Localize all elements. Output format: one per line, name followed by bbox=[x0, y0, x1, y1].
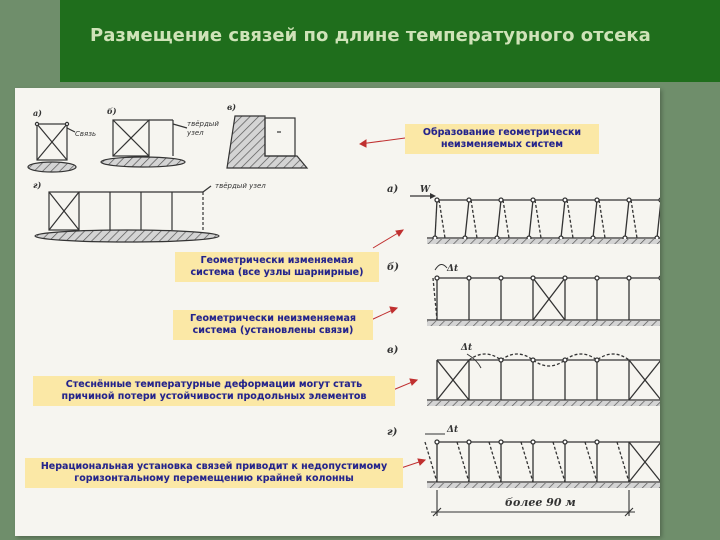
sketch-a-note: Связь bbox=[75, 130, 96, 138]
ground-v bbox=[427, 401, 660, 406]
callout-irrational-bracing: Нерациональная установка связей приводит… bbox=[25, 458, 403, 488]
scheme-g-delta: Δt bbox=[446, 425, 459, 435]
sketch-b-note-1: твёрдый bbox=[187, 120, 219, 128]
scheme-b-letter: б) bbox=[387, 262, 399, 273]
scheme-a bbox=[427, 197, 660, 241]
sketch-b-letter: б) bbox=[107, 106, 117, 116]
scheme-a-force: W bbox=[420, 185, 431, 195]
scheme-b bbox=[427, 275, 660, 321]
sketch-b-note-2: узел bbox=[186, 129, 204, 137]
sketch-v bbox=[226, 115, 309, 169]
sketch-a-letter: а) bbox=[33, 108, 42, 118]
sketch-b bbox=[100, 119, 188, 168]
scheme-b-delta: Δt bbox=[446, 264, 459, 274]
slide-title: Размещение связей по длине температурног… bbox=[90, 25, 651, 46]
callout-constrained-deformation: Стеснённые температурные деформации могу… bbox=[33, 376, 395, 406]
delta-b-arrow bbox=[434, 264, 448, 271]
callout-formation: Образование геометрически неизменяемых с… bbox=[405, 124, 599, 154]
scheme-v-delta: Δt bbox=[460, 343, 473, 353]
header: Размещение связей по длине температурног… bbox=[0, 0, 720, 82]
bracing-diagram: а) Связь б) твёрдый узел в) bbox=[27, 102, 660, 517]
ground-a bbox=[427, 239, 660, 244]
scheme-v-letter: в) bbox=[387, 345, 399, 356]
sketch-a bbox=[27, 121, 77, 173]
scheme-g bbox=[424, 439, 660, 483]
dimension-line bbox=[431, 490, 635, 517]
scheme-a-letter: а) bbox=[387, 184, 398, 195]
callout-arrows bbox=[359, 137, 427, 469]
sketch-g-note: твёрдый узел bbox=[215, 182, 266, 190]
scheme-g-letter: г) bbox=[387, 427, 398, 438]
dimension-label: более 90 м bbox=[505, 496, 576, 509]
scheme-v bbox=[427, 353, 660, 401]
sketch-g bbox=[34, 185, 220, 243]
sketch-g-letter: г) bbox=[33, 180, 42, 190]
header-bar bbox=[60, 0, 720, 82]
sketch-v-letter: в) bbox=[227, 102, 236, 112]
ground-g bbox=[427, 483, 660, 488]
force-arrow-head bbox=[430, 193, 436, 199]
ground-b bbox=[427, 321, 660, 326]
callout-invariable-system: Геометрически неизменяемая система (уста… bbox=[173, 310, 373, 340]
slide-content: а) Связь б) твёрдый узел в) bbox=[15, 88, 660, 536]
callout-variable-system: Геометрически изменяемая система (все уз… bbox=[175, 252, 379, 282]
